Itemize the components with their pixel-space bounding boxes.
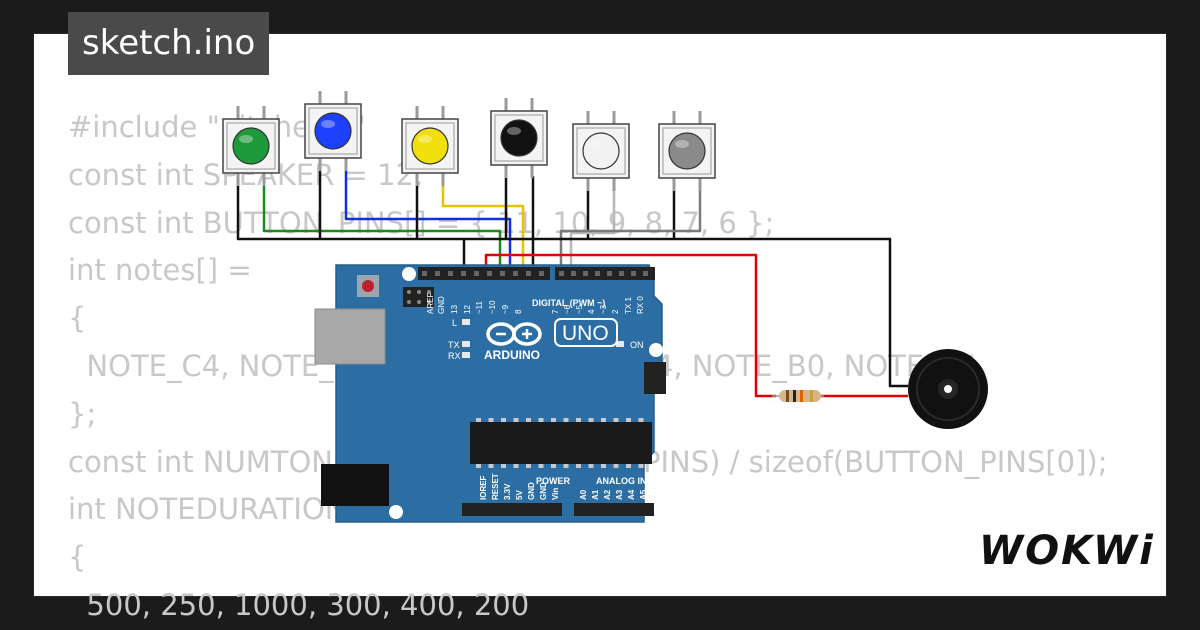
wire-btn5-signal	[569, 189, 616, 266]
code-line: const int BUTTON_PINS[] = { 11, 10, 9, 8…	[68, 205, 775, 240]
resistor[interactable]	[772, 390, 824, 402]
pin-label: GND	[539, 482, 548, 500]
pin-label: 2	[611, 309, 620, 314]
pin-label: Vin	[551, 488, 560, 500]
pin-label: RESET	[491, 473, 500, 500]
led-l	[462, 319, 470, 325]
wire-btn6-signal	[559, 189, 702, 266]
led-tx-label: TX	[448, 340, 460, 350]
led-l-label: L	[452, 318, 457, 328]
piezo-buzzer[interactable]	[908, 349, 988, 429]
wire-speaker	[484, 253, 776, 398]
pin-label: 4	[587, 309, 596, 314]
code-line: int notes[] =	[68, 253, 252, 288]
wire-btn1-gnd	[236, 184, 466, 266]
pin-label: ~11	[475, 300, 484, 314]
pin-label: A0	[579, 489, 588, 500]
pin-label: GND	[527, 482, 536, 500]
pin-label: A4	[627, 489, 636, 500]
model-label: UNO	[562, 322, 609, 345]
analog-label: ANALOG IN	[596, 476, 647, 486]
pushbutton-black[interactable]	[490, 98, 548, 178]
pin-label: A3	[615, 489, 624, 500]
pin-label: ~9	[501, 304, 510, 314]
digital-label: DIGITAL (PWM ~)	[532, 298, 605, 308]
wire-btn2-signal	[344, 169, 512, 266]
tab-sketch-ino[interactable]: sketch.ino	[68, 12, 270, 75]
pushbutton-green[interactable]	[222, 106, 280, 186]
wire-btn3-signal	[441, 184, 525, 266]
pin-label: 3.3V	[503, 483, 512, 500]
arduino-logo-icon	[486, 322, 542, 346]
reset-button[interactable]	[362, 280, 374, 292]
bottom-header-power	[462, 503, 562, 516]
led-rx	[462, 352, 470, 358]
code-line: {	[68, 540, 87, 575]
led-on-label: ON	[630, 340, 644, 350]
pin-label: A2	[603, 489, 612, 500]
pin-label: 8	[514, 309, 523, 314]
led-on	[616, 341, 624, 347]
top-header-right	[555, 267, 655, 280]
pin-label: 5V	[515, 490, 524, 500]
brand-label: ARDUINO	[484, 348, 540, 362]
pushbutton-yellow[interactable]	[401, 106, 459, 186]
pushbutton-blue[interactable]	[304, 91, 362, 171]
top-header-left	[418, 267, 550, 280]
code-line: };	[68, 396, 97, 431]
pushbutton-gray[interactable]	[658, 111, 716, 191]
pin-label: TX 1	[624, 297, 633, 314]
pin-label: 7	[551, 309, 560, 314]
power-label: POWER	[536, 476, 571, 486]
usb-port	[314, 308, 386, 365]
pin-label: ~3	[599, 304, 608, 314]
code-line: {	[68, 301, 87, 336]
atmega-chip	[470, 422, 652, 464]
pin-label: IOREF	[479, 475, 488, 500]
wokwi-logo-text: WOKWi	[979, 528, 1155, 574]
wokwi-logo: WOKWi	[979, 528, 1155, 574]
pin-label: ~10	[488, 300, 497, 314]
pin-label: A1	[591, 489, 600, 500]
wire-gnd-bus	[464, 237, 908, 388]
code-line: 500, 250, 1000, 300, 400, 200	[68, 587, 530, 622]
pin-label: 13	[450, 305, 459, 314]
pin-label: A5	[639, 489, 648, 500]
power-jack	[321, 464, 389, 506]
pin-label: RX 0	[636, 296, 645, 314]
pin-label: GND	[437, 296, 446, 314]
diagram-canvas: #include "pitches.h"const int SPEAKER = …	[34, 34, 1166, 622]
pin-label: 12	[463, 305, 472, 314]
led-rx-label: RX	[448, 351, 461, 361]
wire-btn1-signal	[262, 184, 502, 266]
led-tx	[462, 341, 470, 347]
bottom-header-analog	[574, 503, 654, 516]
pin-label: ~6	[563, 304, 572, 314]
pin-label: ~5	[575, 304, 584, 314]
pushbutton-white[interactable]	[572, 111, 630, 191]
pin-label: AREF	[426, 293, 435, 314]
